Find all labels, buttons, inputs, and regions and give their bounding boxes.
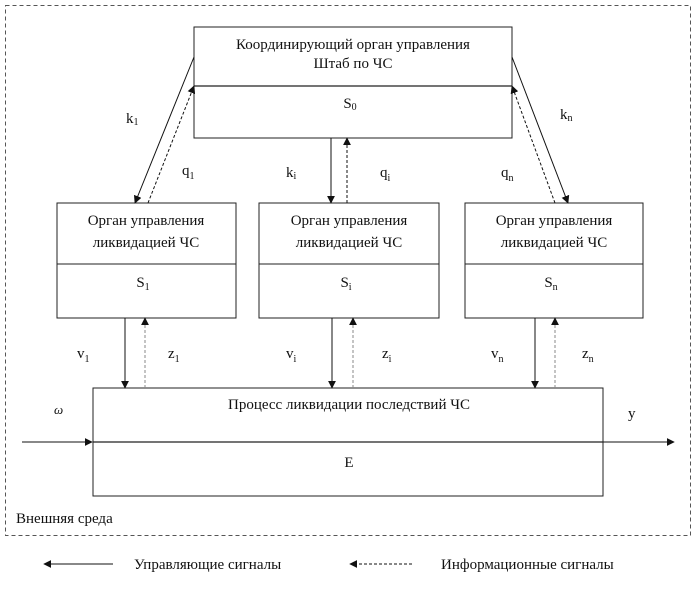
unit-n-symbol: Sn — [544, 275, 557, 293]
process-title: Процесс ликвидации последствий ЧС — [228, 397, 470, 413]
info-arrow-q1 — [147, 85, 196, 204]
label-v1: v1 — [77, 346, 90, 365]
coordinator-symbol: S0 — [343, 96, 356, 113]
label-zi: zi — [382, 346, 392, 365]
label-kn: kn — [560, 107, 573, 124]
unit-i-title-line1: Орган управления — [291, 213, 408, 229]
process-box: Процесс ликвидации последствий ЧС E — [92, 387, 604, 497]
label-ki: ki — [286, 165, 297, 182]
process-symbol: E — [344, 455, 353, 471]
coordinator-title-line1: Координирующий орган управления — [236, 37, 470, 53]
label-z1: z1 — [168, 346, 180, 365]
coordinator-box: Координирующий орган управления Штаб по … — [193, 26, 513, 139]
coordinator-title-line2: Штаб по ЧС — [314, 56, 393, 72]
unit-i-title-line2: ликвидацией ЧС — [296, 235, 402, 251]
unit-n-title-line1: Орган управления — [496, 213, 613, 229]
legend-info-label: Информационные сигналы — [441, 557, 614, 573]
label-qi: qi — [380, 165, 391, 184]
unit-n-title-line2: ликвидацией ЧС — [501, 235, 607, 251]
unit-box-1: Орган управления ликвидацией ЧС S1 — [56, 202, 237, 319]
unit-1-title-line2: ликвидацией ЧС — [93, 235, 199, 251]
label-qn: qn — [501, 165, 514, 184]
external-environment-label: Внешняя среда — [16, 511, 113, 527]
unit-i-symbol: Si — [340, 275, 351, 293]
control-arrow-k1 — [133, 56, 195, 204]
label-vn: vn — [491, 346, 504, 365]
legend-control-label: Управляющие сигналы — [134, 557, 281, 573]
info-arrow-qn — [510, 85, 556, 204]
label-zn: zn — [582, 346, 594, 365]
label-vi: vi — [286, 346, 297, 365]
unit-box-i: Орган управления ликвидацией ЧС Si — [258, 202, 440, 319]
unit-1-symbol: S1 — [136, 275, 149, 293]
control-arrow-kn — [511, 56, 570, 204]
output-label: y — [628, 406, 636, 422]
unit-box-n: Орган управления ликвидацией ЧС Sn — [464, 202, 644, 319]
unit-1-title-line1: Орган управления — [88, 213, 205, 229]
input-label: ω — [54, 402, 63, 417]
label-q1: q1 — [182, 163, 195, 182]
label-k1: k1 — [126, 111, 139, 128]
external-environment-border — [5, 5, 691, 536]
legend: Управляющие сигналы Информационные сигна… — [43, 557, 614, 573]
